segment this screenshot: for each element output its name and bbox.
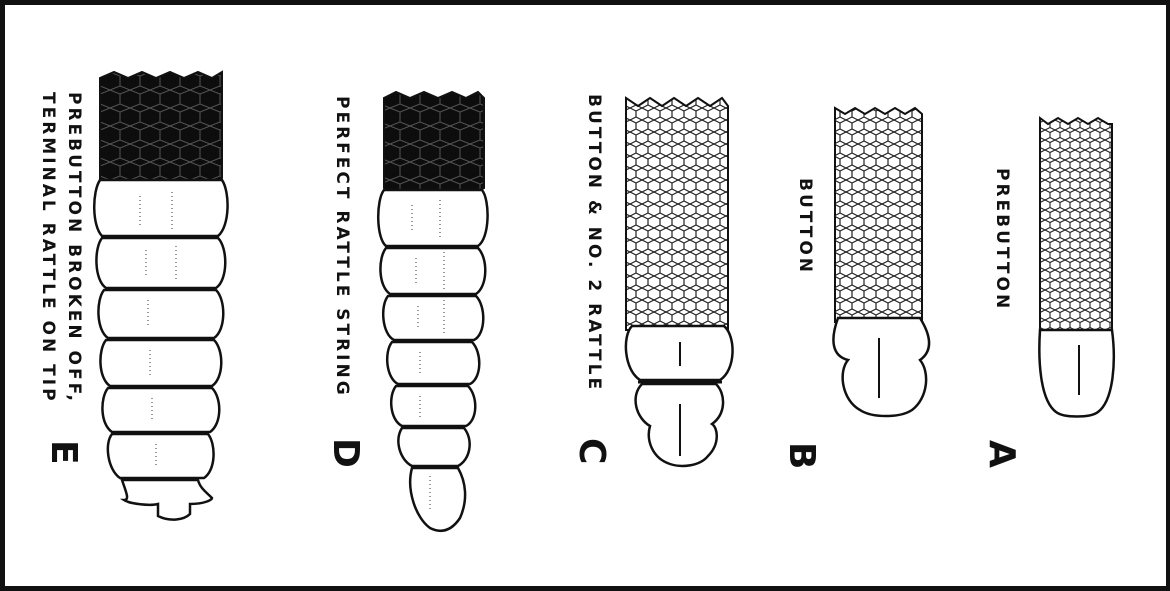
panel-letter-d: D	[325, 438, 366, 468]
caption-d: PERFECT RATTLE STRING	[332, 96, 352, 398]
panel-letter-a: A	[981, 440, 1022, 468]
panel-letter-b: B	[781, 442, 822, 469]
caption-c: BUTTON & NO. 2 RATTLE	[584, 94, 604, 392]
panel-letter-c: C	[571, 438, 612, 464]
panel-d-illustration	[378, 92, 487, 531]
panel-b-illustration	[833, 108, 929, 416]
caption-e-line-1: PREBUTTON BROKEN OFF,	[64, 92, 84, 404]
panel-a-illustration	[1039, 118, 1113, 417]
caption-b: BUTTON	[795, 178, 815, 275]
panel-c-illustration	[626, 98, 733, 466]
caption-a: PREBUTTON	[992, 168, 1012, 311]
caption-e-line-2: TERMINAL RATTLE ON TIP	[38, 92, 58, 404]
panel-e-illustration	[94, 72, 227, 520]
panel-letter-e: E	[43, 440, 84, 465]
